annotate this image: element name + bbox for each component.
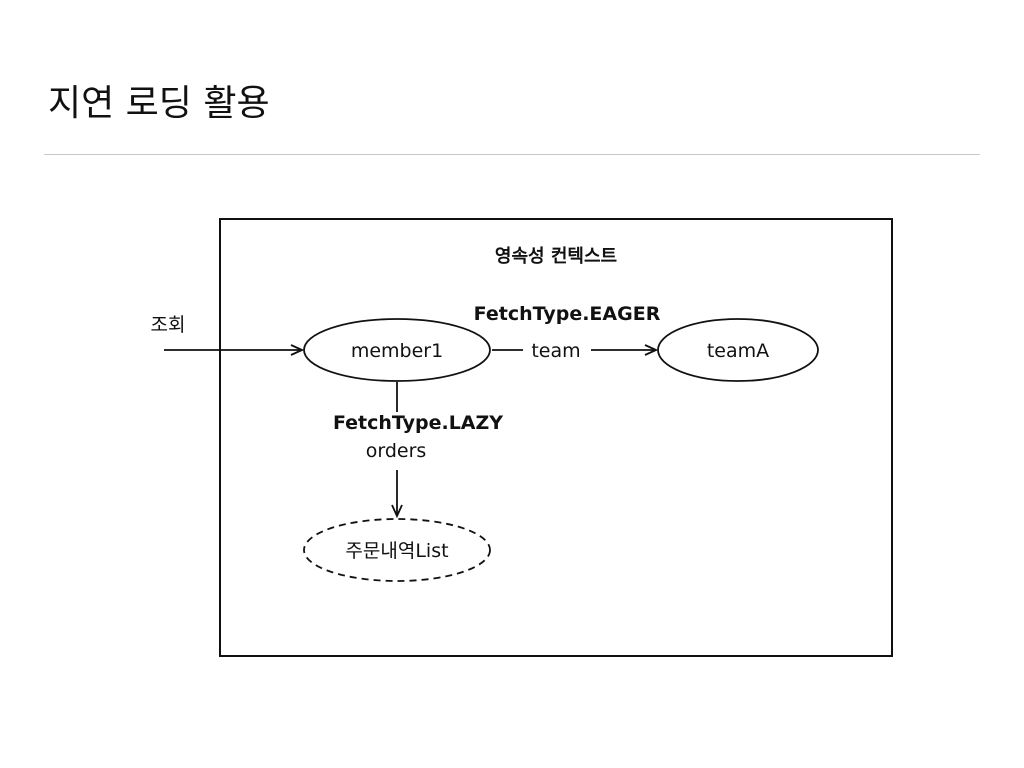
title-divider	[44, 154, 980, 155]
team-field-label: team	[531, 340, 580, 362]
slide-title: 지연 로딩 활용	[48, 83, 270, 124]
persistence-context-label: 영속성 컨텍스트	[495, 246, 617, 267]
member-node-label: member1	[351, 340, 443, 362]
orders-list-node-label: 주문내역List	[345, 540, 448, 562]
team-node-label: teamA	[707, 340, 769, 362]
team-node	[657, 318, 819, 382]
query-label: 조회	[151, 314, 186, 336]
orders-list-node	[303, 518, 491, 582]
member-node	[303, 318, 491, 382]
eager-fetch-type-label: FetchType.EAGER	[474, 303, 661, 325]
orders-field-label: orders	[366, 440, 427, 462]
persistence-context-box	[219, 218, 893, 657]
lazy-fetch-type-label: FetchType.LAZY	[333, 412, 503, 434]
